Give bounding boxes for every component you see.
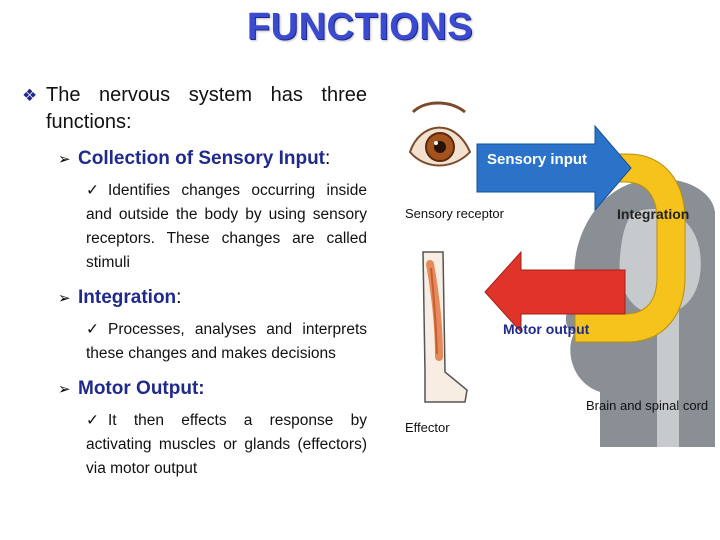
text-column: ❖ The nervous system has three functions… <box>22 82 367 491</box>
diamond-bullet-icon: ❖ <box>22 86 38 105</box>
heading-integration-label: Integration <box>78 287 177 308</box>
brain-spinal-label: Brain and spinal cord <box>586 398 708 413</box>
sensory-receptor-label: Sensory receptor <box>405 206 505 221</box>
heading-motor-label: Motor Output: <box>78 378 205 399</box>
leg-icon <box>422 251 468 403</box>
motor-output-label: Motor output <box>503 321 590 337</box>
checkmark-icon: ✓ <box>86 182 99 199</box>
diagram-svg: Sensory input Motor output Integration S… <box>405 101 715 447</box>
item-desc-motor: ✓It then effects a response by activatin… <box>86 409 367 481</box>
sensory-input-arrow: Sensory input <box>476 124 632 212</box>
item-desc-integration: ✓Processes, analyses and interprets thes… <box>86 318 367 366</box>
checkmark-icon: ✓ <box>86 321 99 338</box>
effector-label: Effector <box>405 420 450 435</box>
item-heading-sensory: ➢ Collection of Sensory Input: <box>58 146 367 173</box>
eye-icon <box>408 101 472 167</box>
arrow-bullet-icon: ➢ <box>58 290 71 307</box>
slide-title: FUNCTIONS <box>246 6 474 48</box>
integration-label: Integration <box>617 206 689 222</box>
sensory-input-label: Sensory input <box>487 151 587 168</box>
item-desc-sensory: ✓Identifies changes occurring inside and… <box>86 179 367 275</box>
item-heading-motor: ➢ Motor Output: <box>58 376 367 403</box>
heading-sensory-label: Collection of Sensory Input <box>78 148 326 169</box>
intro-line2: functions: <box>46 111 132 133</box>
intro-bullet: ❖ The nervous system has three <box>22 82 367 109</box>
integration-loop <box>574 153 686 343</box>
item-heading-integration: ➢ Integration: <box>58 285 367 312</box>
checkmark-icon: ✓ <box>86 412 99 429</box>
intro-line1: The nervous system has three <box>46 84 367 106</box>
nervous-system-diagram: Sensory input Motor output Integration S… <box>395 92 715 447</box>
motor-output-arrow: Motor output <box>484 250 626 337</box>
arrow-bullet-icon: ➢ <box>58 151 71 168</box>
arrow-bullet-icon: ➢ <box>58 381 71 398</box>
